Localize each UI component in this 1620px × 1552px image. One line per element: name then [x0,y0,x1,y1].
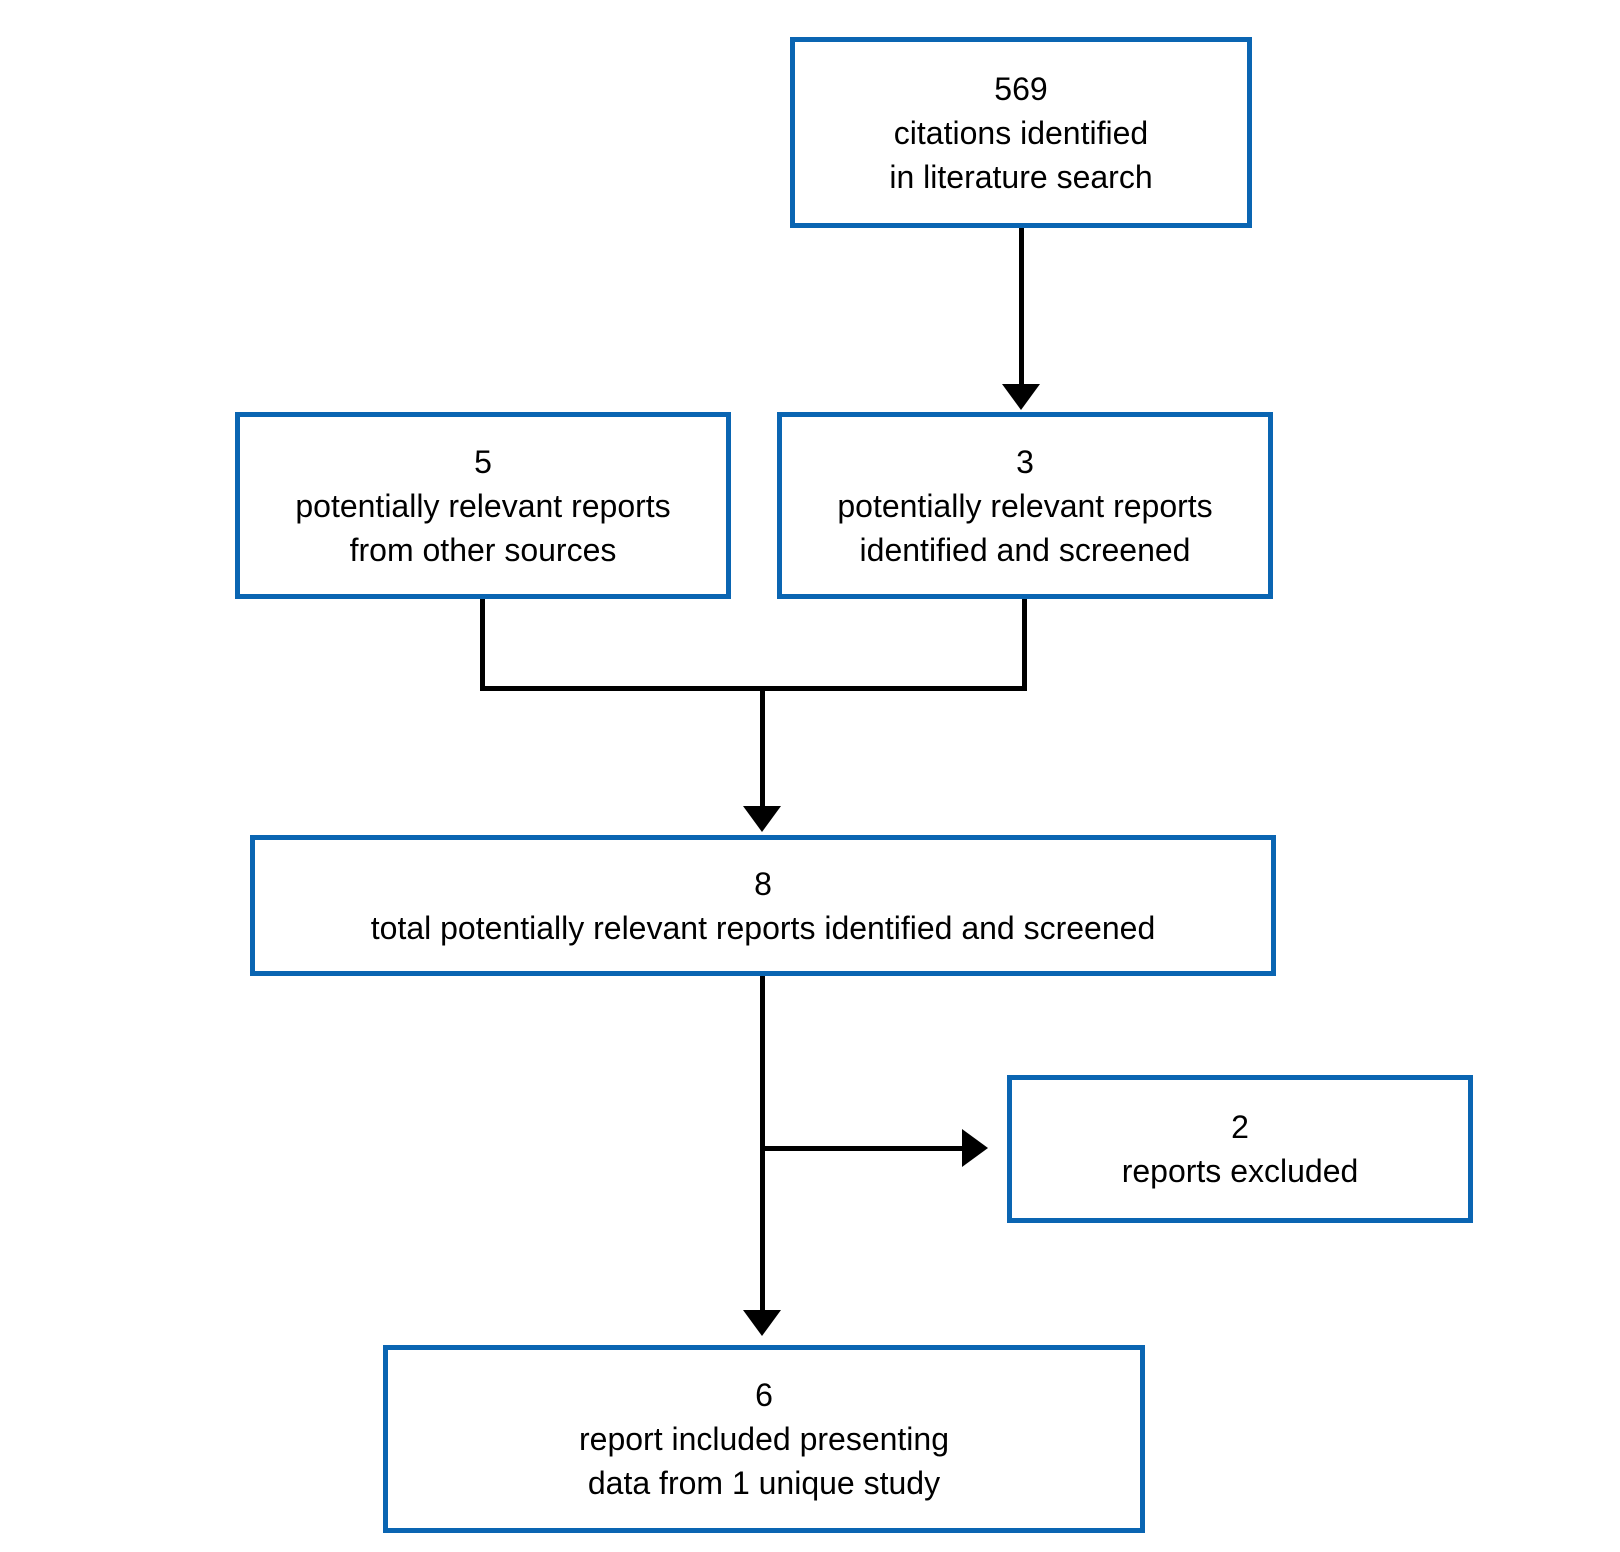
merge-horizontal-bar [480,686,1027,691]
identified-screened-count: 3 [1016,443,1034,480]
report-included-label: report included presenting data from 1 u… [578,1421,949,1501]
other-sources-count: 5 [474,443,492,480]
arrow-merge-to-total-line [760,686,765,808]
total-screened-label: total potentially relevant reports ident… [370,909,1156,946]
arrow-citations-to-screened-head [1002,384,1040,410]
other-sources-box: 5 potentially relevant reports from othe… [235,412,731,599]
arrow-merge-to-total-head [743,806,781,832]
other-sources-label: potentially relevant reports from other … [295,487,671,568]
reports-excluded-label: reports excluded [1121,1153,1359,1189]
reports-excluded-count: 2 [1231,1109,1249,1145]
merge-line-from-screened [1022,599,1027,691]
arrow-citations-to-screened-line [1019,228,1024,386]
reports-excluded-box: 2 reports excluded [1007,1075,1473,1223]
citations-count: 569 [994,70,1048,107]
total-screened-box: 8 total potentially relevant reports ide… [250,835,1276,976]
citations-label: citations identified in literature searc… [889,114,1153,195]
arrow-branch-to-excluded-head [962,1129,988,1167]
arrow-branch-to-excluded-line [762,1146,964,1151]
report-included-box: 6 report included presenting data from 1… [383,1345,1145,1533]
identified-screened-label: potentially relevant reports identified … [837,487,1213,568]
identified-screened-box: 3 potentially relevant reports identifie… [777,412,1273,599]
report-included-count: 6 [755,1377,773,1413]
arrow-total-to-included-line [760,976,765,1312]
arrow-total-to-included-head [743,1310,781,1336]
citations-identified-box: 569 citations identified in literature s… [790,37,1252,228]
merge-line-from-other-sources [480,599,485,691]
total-screened-count: 8 [754,865,772,902]
